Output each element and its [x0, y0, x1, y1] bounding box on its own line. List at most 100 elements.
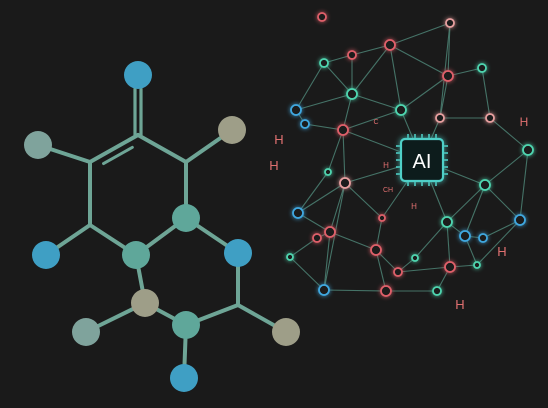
network-edge	[351, 93, 402, 111]
network-edge	[439, 22, 451, 119]
network-node	[324, 226, 336, 238]
network-edge	[489, 117, 529, 151]
hydrogen-label: H	[455, 297, 464, 312]
network-edge	[297, 171, 329, 214]
molecule-atom	[24, 131, 52, 159]
molecule-bond	[88, 133, 140, 164]
network-edge	[327, 129, 344, 173]
hydrogen-label: CH	[383, 187, 393, 194]
molecule-atom	[72, 318, 100, 346]
network-edge	[344, 182, 383, 219]
network-edge	[297, 182, 346, 214]
molecule-atom	[272, 318, 300, 346]
network-edge	[439, 75, 449, 119]
molecule-inner-bond	[102, 145, 134, 166]
hydrogen-label: H	[411, 202, 417, 211]
network-edge	[519, 149, 529, 221]
hydrogen-label: H	[497, 244, 506, 259]
network-edge	[323, 231, 331, 291]
network-edge	[397, 266, 451, 273]
network-edge	[484, 149, 529, 186]
network-node	[459, 230, 471, 242]
network-node	[479, 179, 491, 191]
network-edge	[329, 182, 346, 233]
network-edge	[297, 212, 331, 233]
chip-label: AI	[413, 151, 432, 173]
network-edge	[295, 93, 353, 111]
network-node	[347, 50, 357, 60]
network-node	[432, 286, 442, 296]
network-edge	[375, 249, 387, 292]
network-node	[346, 88, 358, 100]
hydrogen-label: H	[274, 132, 283, 147]
molecule-atom	[32, 241, 60, 269]
network-node	[370, 244, 382, 256]
network-node	[300, 119, 310, 129]
network-edge	[389, 22, 451, 46]
network-node	[384, 39, 396, 51]
hydrogen-label: C	[373, 119, 378, 126]
network-node	[290, 104, 302, 116]
network-edge	[323, 62, 353, 95]
network-edge	[400, 75, 449, 111]
network-node	[339, 177, 351, 189]
network-nodes	[286, 12, 534, 297]
network-edge	[484, 184, 521, 221]
network-edge	[342, 93, 353, 131]
hydrogen-label: H	[383, 161, 389, 170]
network-node	[473, 261, 481, 269]
network-node	[393, 267, 403, 277]
hydrogen-label: H	[520, 115, 529, 129]
network-node	[395, 104, 407, 116]
network-edge	[323, 289, 387, 292]
network-node	[337, 124, 349, 136]
network-node	[380, 285, 392, 297]
network-node	[444, 261, 456, 273]
network-edge	[482, 219, 521, 239]
network-edge	[446, 221, 451, 268]
network-node	[445, 18, 455, 28]
network-edge	[295, 62, 325, 111]
network-node	[286, 253, 294, 261]
network-edge	[289, 237, 318, 258]
network-node	[485, 113, 495, 123]
network-edge	[476, 219, 521, 266]
network-edge	[447, 22, 451, 77]
network-edge	[351, 44, 391, 95]
hydrogen-label: H	[269, 158, 278, 173]
network-node	[324, 168, 332, 176]
network-node	[478, 233, 488, 243]
network-edge	[389, 44, 449, 77]
molecule-atom	[218, 116, 246, 144]
network-edge	[481, 67, 491, 119]
network-node	[435, 113, 445, 123]
network-edge	[351, 44, 391, 56]
molecule-bond	[136, 133, 188, 164]
molecule-atoms	[24, 61, 300, 392]
network-edge	[329, 231, 377, 251]
network-node	[411, 254, 419, 262]
network-edge	[289, 256, 325, 291]
molecule-atom	[172, 204, 200, 232]
network-edge	[342, 109, 402, 131]
network-edge	[323, 182, 346, 291]
network-edge	[446, 184, 486, 223]
network-node	[378, 214, 386, 222]
network-node	[317, 12, 327, 22]
molecule-atom	[170, 364, 198, 392]
molecule-atom	[131, 289, 159, 317]
ai-chip-icon: AI	[396, 134, 448, 186]
network-node	[318, 284, 330, 296]
molecule-atom	[224, 239, 252, 267]
network-node	[292, 207, 304, 219]
molecule-atom	[124, 61, 152, 89]
network-node	[312, 233, 322, 243]
network-node	[522, 144, 534, 156]
network-node	[477, 63, 487, 73]
network-edge	[389, 44, 402, 111]
network-edge	[414, 221, 448, 259]
network-node	[514, 214, 526, 226]
network-node	[441, 216, 453, 228]
